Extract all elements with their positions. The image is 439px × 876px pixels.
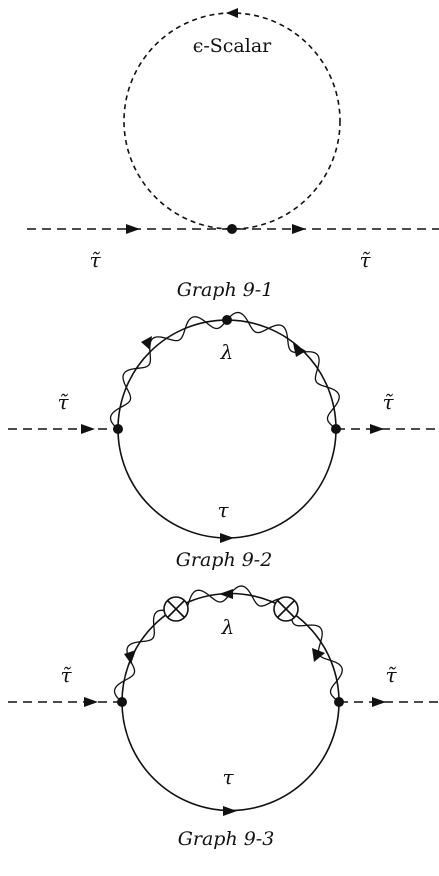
upper-arc-guide bbox=[117, 319, 337, 430]
left-particle-label: τ̃ bbox=[60, 663, 72, 687]
loop-arrow bbox=[226, 8, 238, 18]
right-particle-label: τ̃ bbox=[382, 390, 394, 414]
lower-fermion-arc bbox=[121, 701, 340, 812]
left-mass-insertion bbox=[163, 596, 189, 622]
upper-left-arrow bbox=[124, 650, 136, 664]
upper-right-arrow bbox=[312, 648, 325, 662]
right-external-arrow bbox=[372, 697, 386, 707]
upper-right-arrow bbox=[293, 343, 306, 357]
upper-left-arrow bbox=[141, 336, 152, 350]
graph-9-1: ϵ-Scalar τ̃ τ̃ Graph 9-1 bbox=[27, 8, 439, 301]
left-vertex bbox=[113, 424, 123, 434]
left-external-arrow bbox=[84, 697, 98, 707]
top-vertex bbox=[222, 315, 232, 325]
upper-wavy-arc bbox=[113, 585, 343, 703]
graph-9-2: λ τ τ̃ τ̃ Graph 9-2 bbox=[8, 311, 439, 571]
left-particle-label: τ̃ bbox=[89, 248, 101, 272]
left-particle-label: τ̃ bbox=[57, 390, 69, 414]
upper-arc-guide bbox=[121, 592, 340, 703]
lower-arc-arrow bbox=[223, 806, 237, 816]
right-external-arrow bbox=[370, 424, 384, 434]
bottom-label: τ bbox=[222, 765, 234, 789]
top-label: λ bbox=[221, 615, 235, 639]
loop-label: ϵ-Scalar bbox=[193, 35, 272, 57]
left-line-arrow bbox=[126, 224, 140, 234]
right-particle-label: τ̃ bbox=[385, 663, 397, 687]
right-particle-label: τ̃ bbox=[359, 248, 371, 272]
graph-caption: Graph 9-3 bbox=[178, 828, 275, 850]
right-mass-insertion bbox=[273, 596, 299, 622]
upper-wavy-arc bbox=[109, 311, 340, 430]
lower-arc-arrow bbox=[220, 533, 234, 543]
right-vertex bbox=[331, 424, 341, 434]
vertex bbox=[227, 224, 237, 234]
right-line-arrow bbox=[292, 224, 306, 234]
graph-caption: Graph 9-2 bbox=[176, 549, 273, 571]
graph-caption: Graph 9-1 bbox=[177, 279, 274, 301]
left-external-arrow bbox=[81, 424, 95, 434]
top-label: λ bbox=[220, 340, 234, 364]
graph-9-3: λ τ τ̃ τ̃ Graph 9-3 bbox=[8, 585, 439, 850]
bottom-label: τ bbox=[217, 498, 229, 522]
left-vertex bbox=[117, 697, 127, 707]
upper-center-arrow bbox=[219, 589, 233, 599]
right-vertex bbox=[334, 697, 344, 707]
